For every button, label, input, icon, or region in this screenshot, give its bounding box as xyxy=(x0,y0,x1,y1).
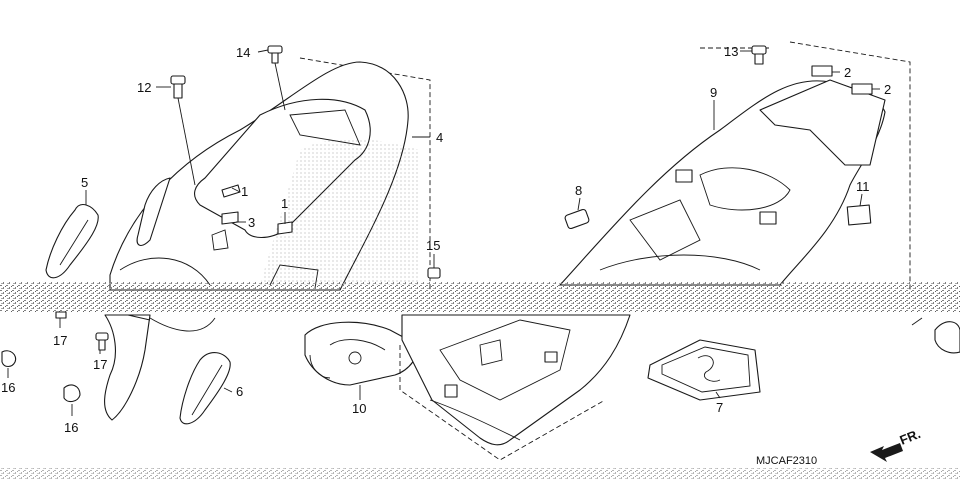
pad-11 xyxy=(846,204,872,226)
callout-3: 3 xyxy=(248,215,255,230)
leader-lines xyxy=(7,49,880,416)
callout-2b: 2 xyxy=(884,82,891,97)
bolt-13 xyxy=(751,45,767,65)
bolt-12 xyxy=(170,75,186,99)
bolt-14 xyxy=(267,45,283,64)
toolkit-7 xyxy=(647,339,761,401)
callout-13: 13 xyxy=(724,44,738,59)
tray-10 xyxy=(304,321,419,386)
callout-1b: 1 xyxy=(281,196,288,211)
callout-4: 4 xyxy=(436,130,443,145)
callout-17b: 17 xyxy=(93,357,107,372)
pad-2b xyxy=(851,83,873,95)
callout-16a: 16 xyxy=(1,380,15,395)
inner-fender-lower xyxy=(399,314,631,461)
decal-parts xyxy=(221,184,293,235)
diagram-code: MJCAF2310 xyxy=(756,455,817,467)
seat-cowl-part xyxy=(109,57,431,291)
cushion-16a xyxy=(1,350,17,368)
callout-10: 10 xyxy=(352,401,366,416)
rubber-8 xyxy=(564,208,590,230)
cushion-16b xyxy=(63,384,81,403)
clip-15 xyxy=(427,267,441,279)
front-direction-arrow: FR. xyxy=(870,426,923,462)
callout-12: 12 xyxy=(137,80,151,95)
pad-2a xyxy=(811,65,833,77)
callout-11: 11 xyxy=(856,179,870,194)
garnish-6 xyxy=(179,352,231,425)
noise-band xyxy=(0,282,960,312)
callout-8: 8 xyxy=(575,183,582,198)
callout-16b: 16 xyxy=(64,420,78,435)
callout-1a: 1 xyxy=(241,184,248,199)
callout-7: 7 xyxy=(716,400,723,415)
callout-14: 14 xyxy=(236,45,250,60)
callout-15: 15 xyxy=(426,238,440,253)
callout-6: 6 xyxy=(236,384,243,399)
screw-17b xyxy=(95,332,109,351)
screw-17a xyxy=(55,311,67,319)
callout-5: 5 xyxy=(81,175,88,190)
callouts: 1 1 2 2 3 4 5 6 7 8 9 10 11 12 13 14 15 … xyxy=(1,44,891,435)
callout-9: 9 xyxy=(710,85,717,100)
rear-fender-part xyxy=(559,41,911,290)
garnish-5 xyxy=(45,204,99,279)
callout-17a: 17 xyxy=(53,333,67,348)
front-direction-label: FR. xyxy=(898,426,923,448)
callout-2a: 2 xyxy=(844,65,851,80)
